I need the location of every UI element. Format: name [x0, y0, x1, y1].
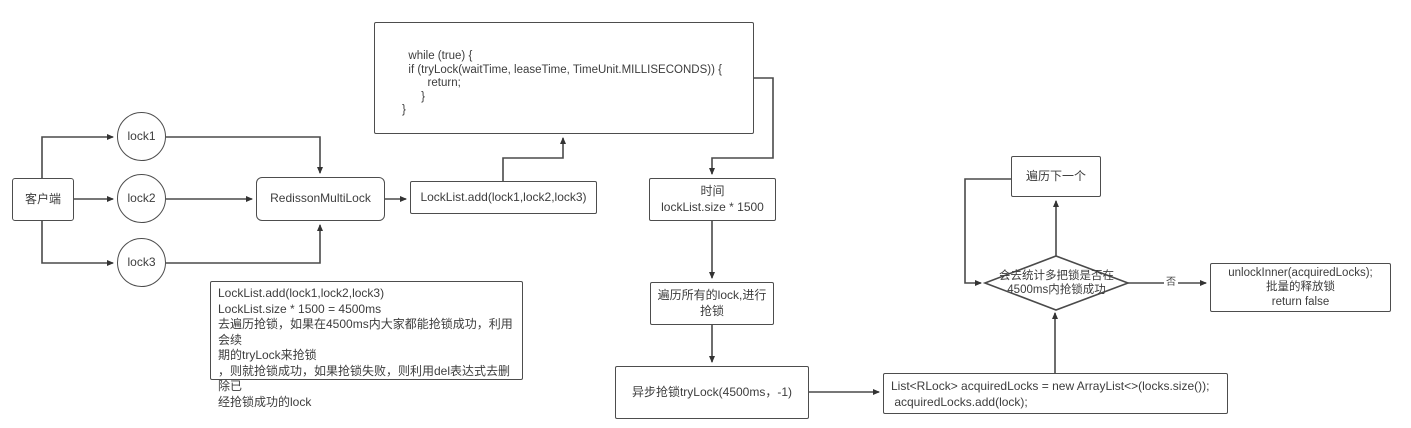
note-box: LockList.add(lock1,lock2,lock3) LockList…: [210, 281, 523, 409]
edge-client-to-lock1: [41, 134, 114, 178]
acquired-locks-code-node: List<RLock> acquiredLocks = new ArrayLis…: [883, 373, 1228, 414]
edge-lock3-to-multilock: [166, 224, 323, 264]
lock2-node: lock2: [117, 174, 166, 223]
trylock-while-code-node: while (true) { if (tryLock(waitTime, lea…: [374, 22, 754, 134]
no-edge-label: 否: [1164, 276, 1178, 289]
lock1-node: lock1: [117, 112, 166, 161]
async-trylock-node: 异步抢锁tryLock(4500ms，-1): [615, 366, 809, 419]
lock3-node: lock3: [117, 238, 166, 287]
locklist-add-node: LockList.add(lock1,lock2,lock3): [410, 181, 597, 214]
edge-locklist-to-code: [502, 137, 566, 181]
traverse-locks-node: 遍历所有的lock,进行 抢锁: [650, 282, 774, 325]
edge-code-to-waittime: [709, 77, 774, 175]
wait-time-node: 时间 lockList.size * 1500: [649, 178, 776, 221]
next-iteration-node: 遍历下一个: [1011, 156, 1101, 197]
decision-diamond-shape: [982, 255, 1131, 311]
unlock-inner-node: unlockInner(acquiredLocks); 批量的释放锁 retur…: [1210, 263, 1391, 312]
check-success-decision-label: 会去统计多把锁是否在 4500ms内抢锁成功: [999, 270, 1114, 296]
edge-lock1-to-multilock: [166, 136, 323, 174]
client-node: 客户端: [12, 178, 74, 221]
edge-client-to-lock3: [41, 221, 114, 266]
edge-nextiter-to-decision: [964, 178, 1011, 286]
redisson-multilock-node: RedissonMultiLock: [256, 177, 385, 221]
